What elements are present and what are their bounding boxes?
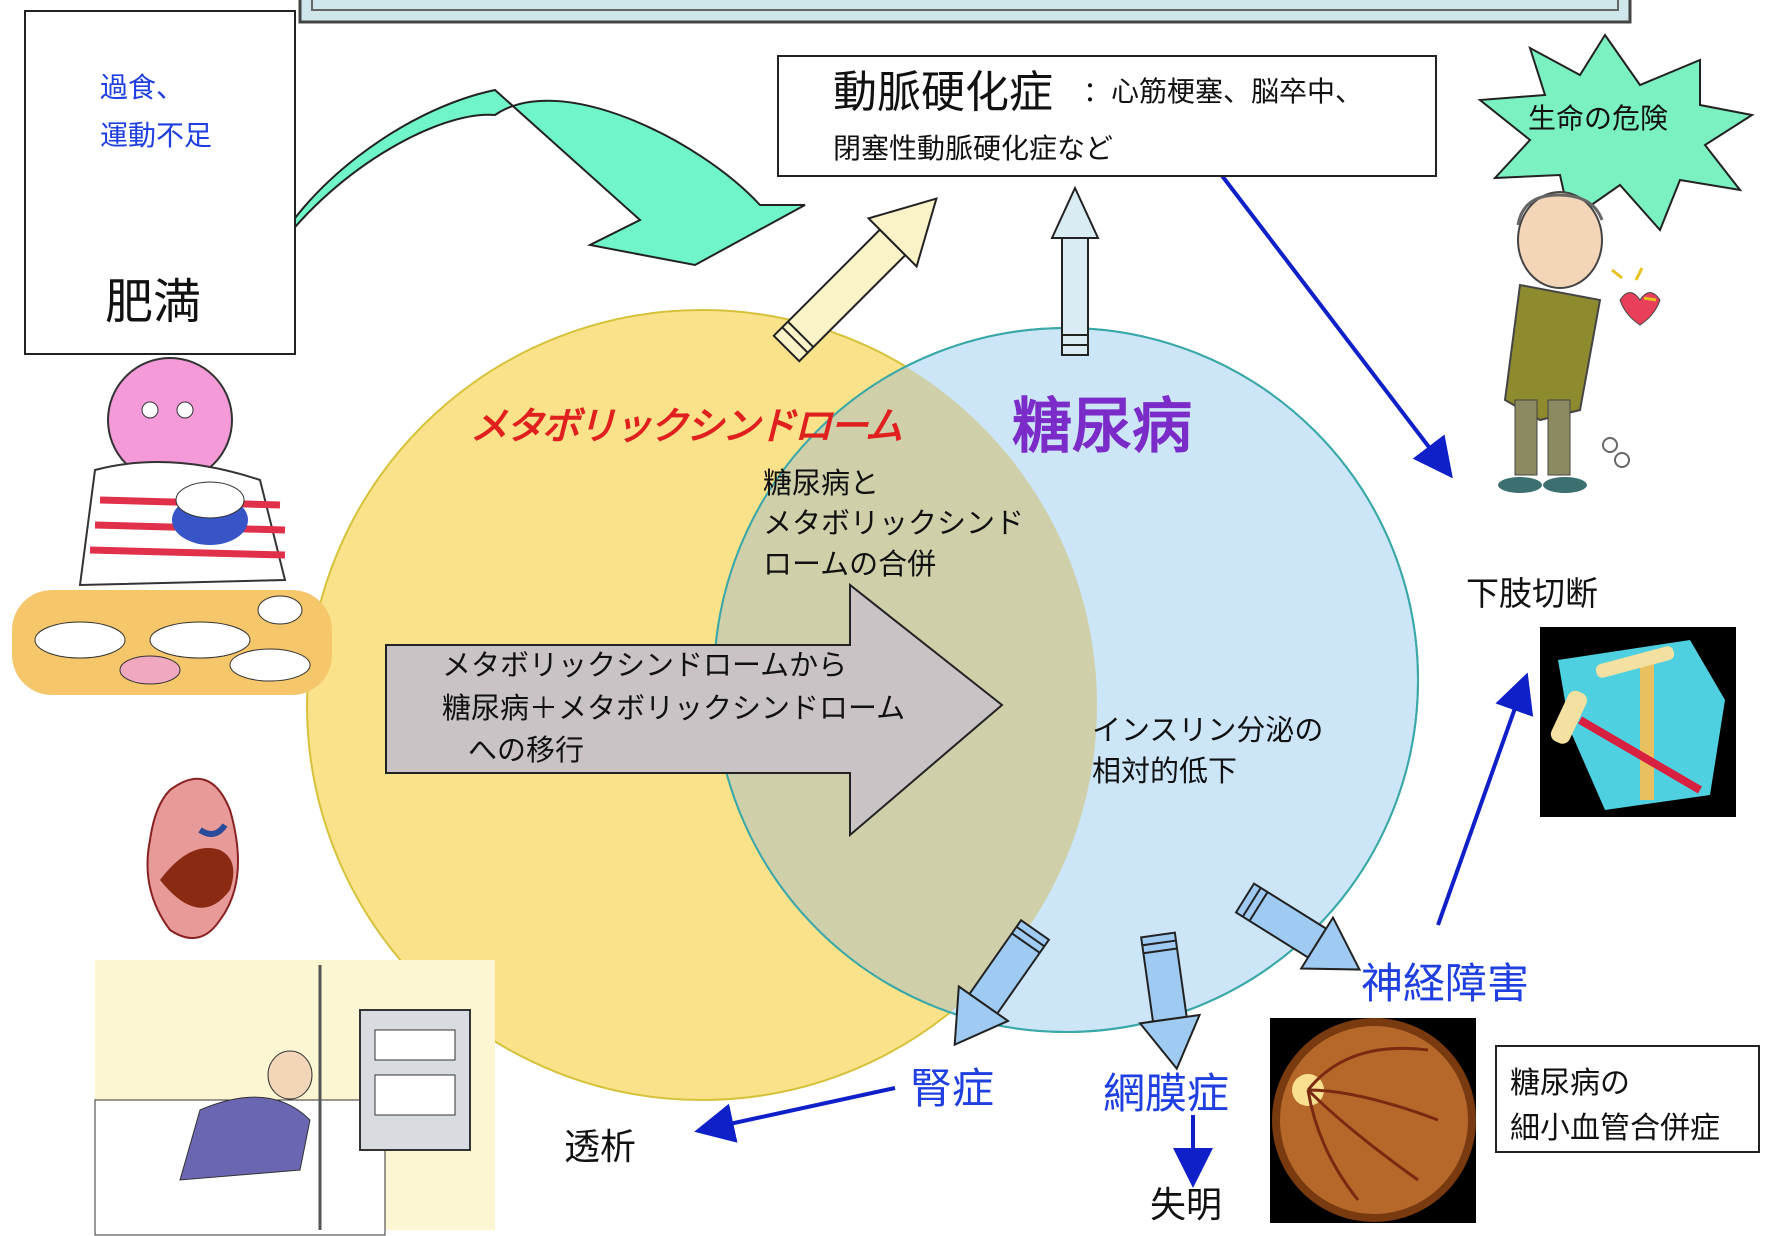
to-neuropathy-arrow — [1234, 882, 1362, 971]
insulin-line2: 相対的低下 — [1092, 754, 1238, 788]
arteriosclerosis-line1: ：心筋梗塞、脳卒中、 — [1083, 75, 1364, 108]
crutch-illustration — [1540, 627, 1736, 817]
obesity-label: 肥満 — [105, 274, 202, 330]
nephropathy-label: 腎症 — [910, 1064, 995, 1113]
insulin-line1: インスリン分泌の — [1092, 713, 1324, 747]
arteriosclerosis-box — [777, 55, 1437, 177]
blindness-label: 失明 — [1150, 1185, 1223, 1226]
microvascular-box — [1495, 1045, 1760, 1153]
metabolic-syndrome-title: メタボリックシンドローム — [470, 404, 903, 448]
kidney-illustration — [146, 777, 239, 939]
transition-arrow — [385, 582, 1004, 838]
life-danger-label: 生命の危険 — [1528, 102, 1669, 135]
to-nephropathy-arrow — [953, 918, 1051, 1047]
microvascular-line2: 細小血管合併症 — [1510, 1111, 1720, 1146]
diabetes-title: 糖尿病 — [1012, 392, 1192, 462]
metabolic-to-arteriosclerosis-arrow — [772, 197, 938, 363]
obesity-to-arteriosclerosis-arrow — [267, 88, 806, 267]
danger-starburst — [1477, 33, 1755, 232]
eating-man-illustration — [12, 357, 332, 695]
transition-line2: 糖尿病＋メタボリックシンドローム — [442, 691, 906, 725]
microvascular-line1: 糖尿病の — [1510, 1066, 1630, 1101]
transition-line3: への移行 — [468, 733, 585, 767]
arteriosclerosis-to-danger-arrow — [1208, 158, 1453, 479]
cause-box — [24, 10, 296, 355]
diabetes-to-arteriosclerosis-arrow — [1050, 185, 1100, 356]
overlap-line3: ロームの合併 — [763, 547, 937, 581]
amputation-label: 下肢切断 — [1466, 574, 1598, 613]
nephropathy-to-dialysis-arrow — [694, 1086, 896, 1143]
neuropathy-label: 神経障害 — [1361, 959, 1530, 1008]
overlap-region — [714, 328, 1097, 1032]
cause-line2: 運動不足 — [100, 119, 213, 152]
neuropathy-to-amputation-arrow — [1436, 672, 1534, 926]
dialysis-illustration — [94, 960, 495, 1236]
dialysis-label: 透析 — [564, 1127, 637, 1168]
elderly-man-illustration — [1498, 191, 1661, 493]
to-retinopathy-arrow — [1138, 931, 1202, 1071]
transition-line1: メタボリックシンドロームから — [442, 648, 848, 682]
overlap-line1: 糖尿病と — [763, 466, 880, 500]
cause-line1: 過食、 — [100, 71, 185, 104]
arteriosclerosis-title: 動脈硬化症 — [833, 67, 1053, 118]
retinopathy-label: 網膜症 — [1103, 1069, 1230, 1118]
retina-photo — [1270, 1018, 1476, 1223]
overlap-line2: メタボリックシンド — [763, 506, 1025, 540]
arteriosclerosis-line2: 閉塞性動脈硬化症など — [833, 132, 1114, 165]
